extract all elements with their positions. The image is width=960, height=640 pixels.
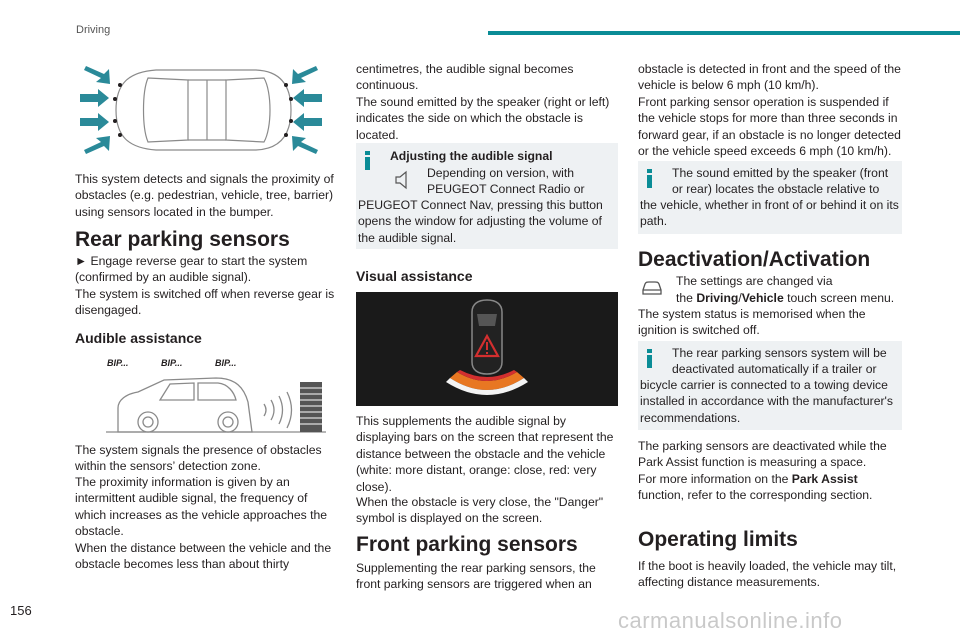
detection-paragraph: The system signals the presence of obsta…: [75, 443, 322, 474]
menu-driving: Driving: [696, 291, 739, 305]
note-line: The rear parking sensors system will be: [672, 346, 887, 360]
audible-assistance-heading: Audible assistance: [75, 330, 202, 346]
note-title: Adjusting the audible signal: [390, 149, 553, 163]
rear-switchoff-paragraph: The system is switched off when reverse …: [75, 287, 335, 318]
note-body: PEUGEOT Connect Nav, pressing this butto…: [358, 198, 603, 245]
settings-line-2: the Driving/Vehicle touch screen menu.: [676, 290, 894, 306]
rear-parking-heading: Rear parking sensors: [75, 228, 290, 251]
continuous-paragraph: centimetres, the audible signal becomes …: [356, 62, 574, 93]
slash-text: /: [738, 291, 742, 305]
car-sensors-diagram: [80, 66, 322, 154]
note-body: the vehicle, whether in front of or behi…: [640, 198, 899, 229]
section-title: Driving: [76, 24, 111, 36]
header-accent-bar: [488, 31, 960, 35]
bip-label: BIP...: [161, 358, 183, 368]
speaker-icon: [395, 170, 407, 190]
front-paragraph: Supplementing the rear parking sensors, …: [356, 561, 596, 592]
ref-text: For more information on the: [638, 472, 792, 486]
bip-label: BIP...: [107, 358, 129, 368]
watermark: carmanualsonline.info: [618, 608, 843, 633]
vehicle-settings-icon: [642, 281, 662, 295]
page-number: 156: [10, 603, 32, 618]
note-body: bicycle carrier is connected to a towing…: [640, 378, 893, 425]
speaker-location-note: The sound emitted by the speaker (front …: [638, 161, 902, 234]
suspended-paragraph: Front parking sensor operation is suspen…: [638, 95, 901, 159]
audible-signal-note: Adjusting the audible signal Depending o…: [356, 143, 618, 249]
intro-paragraph: This system detects and signals the prox…: [75, 172, 334, 219]
menu-vehicle: Vehicle: [741, 291, 784, 305]
note-line: deactivated automatically if a trailer o…: [672, 362, 877, 376]
obstacle-paragraph: obstacle is detected in front and the sp…: [638, 62, 901, 93]
note-line: PEUGEOT Connect Radio or: [427, 182, 585, 196]
rear-step-paragraph: ► Engage reverse gear to start the syste…: [75, 254, 308, 285]
bip-label: BIP...: [215, 358, 237, 368]
visual-assistance-screen: [356, 292, 618, 406]
trailer-note: The rear parking sensors system will be …: [638, 341, 902, 430]
proximity-paragraph: The proximity information is given by an…: [75, 475, 328, 539]
bars-paragraph: This supplements the audible signal by d…: [356, 414, 614, 494]
deactivation-heading: Deactivation/Activation: [638, 248, 871, 271]
note-line: Depending on version, with: [427, 166, 575, 180]
ref-bold: Park Assist: [791, 472, 858, 486]
settings-text: the: [676, 291, 697, 305]
danger-paragraph: When the obstacle is very close, the "Da…: [356, 495, 604, 526]
memorised-paragraph: The system status is memorised when the …: [638, 307, 866, 338]
park-assist-paragraph: The parking sensors are deactivated whil…: [638, 439, 887, 470]
visual-assistance-heading: Visual assistance: [356, 268, 473, 284]
settings-line: The settings are changed via: [676, 274, 833, 288]
operating-limits-heading: Operating limits: [638, 528, 798, 551]
note-line: The sound emitted by the speaker (front: [672, 166, 889, 180]
distance-paragraph: When the distance between the vehicle an…: [75, 541, 332, 572]
park-assist-reference: For more information on the Park Assist …: [638, 471, 902, 504]
sensor-display-drawing: [446, 299, 528, 395]
suv-sound-drawing: [106, 377, 326, 433]
front-parking-heading: Front parking sensors: [356, 533, 578, 556]
audible-illustration: BIP... BIP... BIP...: [86, 356, 326, 436]
note-line: or rear) locates the obstacle relative t…: [672, 182, 880, 196]
speaker-paragraph: The sound emitted by the speaker (right …: [356, 95, 610, 142]
settings-text: touch screen menu.: [783, 291, 895, 305]
limits-paragraph: If the boot is heavily loaded, the vehic…: [638, 559, 897, 590]
ref-text: function, refer to the corresponding sec…: [638, 488, 873, 503]
